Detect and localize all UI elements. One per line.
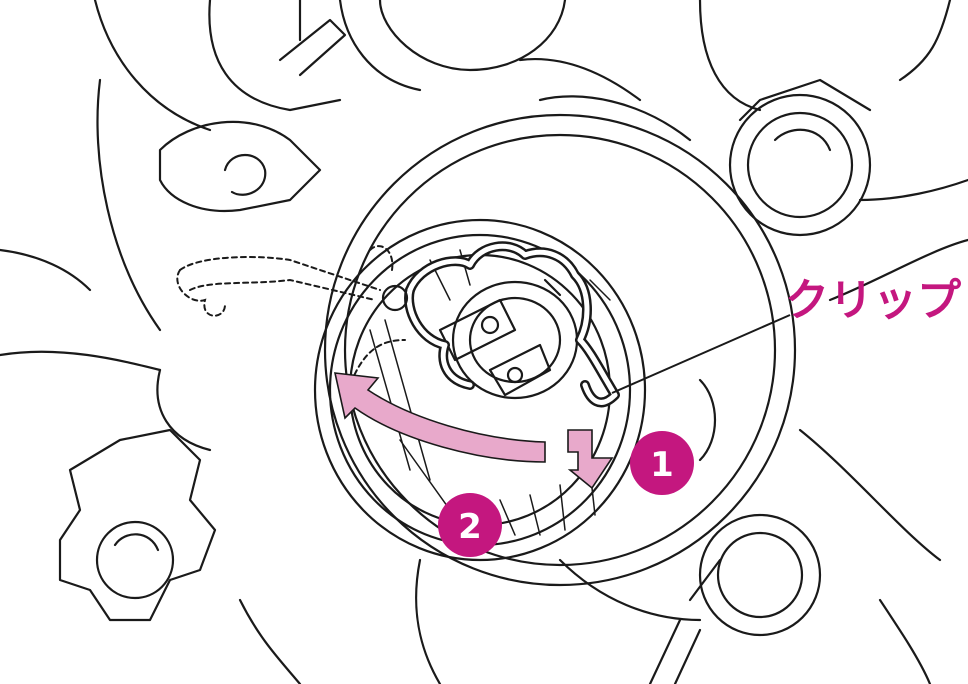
retaining-clip xyxy=(404,241,620,408)
clip-released-position xyxy=(176,245,409,401)
step-1-badge: 1 xyxy=(630,431,694,495)
clip-leader-line xyxy=(611,314,791,394)
step-2-number: 2 xyxy=(458,507,482,547)
bottom-right-connector xyxy=(648,513,822,684)
headlight-housing xyxy=(313,95,797,587)
push-arrow xyxy=(567,429,614,490)
bulb-base xyxy=(438,278,579,400)
step-2-badge: 2 xyxy=(438,493,502,557)
clip-label: クリップ xyxy=(785,275,961,326)
step-1-number: 1 xyxy=(650,445,674,485)
left-knob xyxy=(58,428,217,622)
rotate-arrow xyxy=(333,372,546,463)
top-right-socket xyxy=(728,78,968,237)
